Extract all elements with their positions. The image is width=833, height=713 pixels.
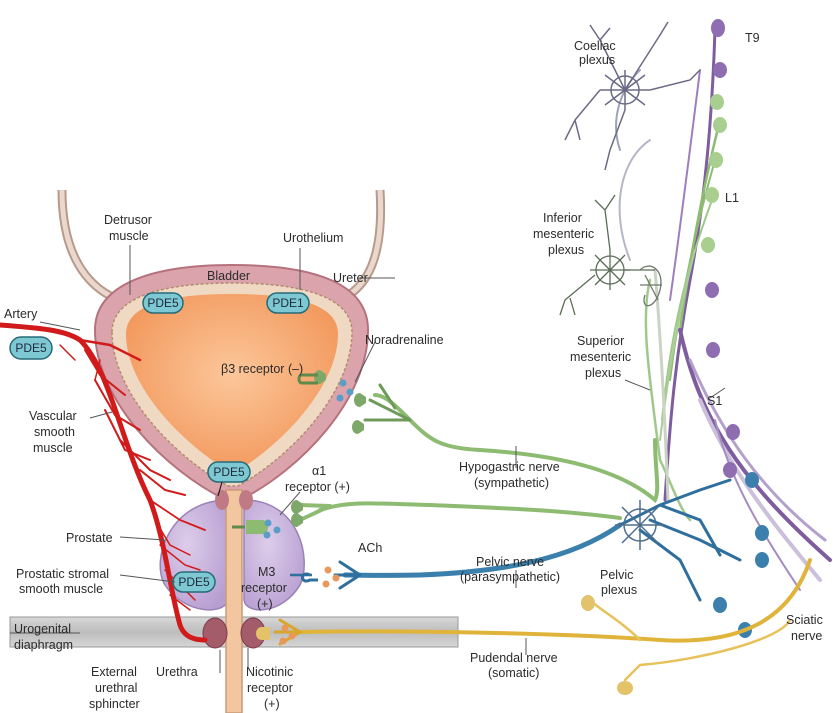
label-nicotinic-2: receptor	[247, 681, 293, 695]
label-inf-mes-3: plexus	[548, 243, 584, 257]
svg-text:PDE5: PDE5	[178, 575, 210, 589]
label-s1: S1	[707, 394, 722, 408]
svg-text:PDE5: PDE5	[213, 465, 245, 479]
label-vascular-2: smooth	[34, 425, 75, 439]
pde1-bladder-pill: PDE1	[267, 293, 309, 313]
label-noradrenaline: Noradrenaline	[365, 333, 444, 347]
label-prostatic-2: smooth muscle	[19, 582, 103, 596]
label-t9: T9	[745, 31, 760, 45]
label-m3-2: receptor	[241, 581, 287, 595]
bladder-neck-right	[239, 490, 253, 510]
label-inf-mes-1: Inferior	[543, 211, 582, 225]
label-external-1: External	[91, 665, 137, 679]
label-m3-1: M3	[258, 565, 275, 579]
pde5-artery-pill: PDE5	[10, 337, 52, 359]
label-hypogastric-1: Hypogastric nerve	[459, 460, 560, 474]
external-sphincter-left	[203, 618, 227, 648]
urethra-tube	[226, 490, 242, 713]
label-alpha1-2: receptor (+)	[285, 480, 350, 494]
label-nicotinic-3: (+)	[264, 697, 280, 711]
label-prostatic-1: Prostatic stromal	[16, 567, 109, 581]
label-pudendal-2: (somatic)	[488, 666, 539, 680]
label-urogenital-2: diaphragm	[14, 638, 73, 652]
label-l1: L1	[725, 191, 739, 205]
label-urothelium: Urothelium	[283, 231, 343, 245]
label-prostate: Prostate	[66, 531, 113, 545]
label-vascular-3: muscle	[33, 441, 73, 455]
label-alpha1-1: α1	[312, 464, 326, 478]
label-m3-3: (+)	[257, 597, 273, 611]
label-sup-mes-3: plexus	[585, 366, 621, 380]
label-hypogastric-2: (sympathetic)	[474, 476, 549, 490]
label-external-2: urethral	[95, 681, 137, 695]
bladder-neck-left	[215, 490, 229, 510]
label-pelvic-plexus-1: Pelvic	[600, 568, 633, 582]
label-inf-mes-2: mesenteric	[533, 227, 594, 241]
hypogastric-nerve	[300, 385, 657, 520]
label-ach: ACh	[358, 541, 382, 555]
label-pelvic-nerve-2: (parasympathetic)	[460, 570, 560, 584]
pelvic-plexus	[615, 500, 665, 550]
label-coeliac-1: Coeliac	[574, 39, 616, 53]
label-ureter: Ureter	[333, 271, 368, 285]
label-urogenital-1: Urogenital	[14, 622, 71, 636]
label-coeliac-2: plexus	[579, 53, 615, 67]
label-sciatic-1: Sciatic	[786, 613, 823, 627]
spinal-nerve-roots	[616, 30, 830, 590]
label-vascular-1: Vascular	[29, 409, 77, 423]
label-detrusor-2: muscle	[109, 229, 149, 243]
svg-text:PDE5: PDE5	[147, 296, 179, 310]
label-pelvic-nerve-1: Pelvic nerve	[476, 555, 544, 569]
label-sup-mes-2: mesenteric	[570, 350, 631, 364]
label-pelvic-plexus-2: plexus	[601, 583, 637, 597]
label-sciatic-2: nerve	[791, 629, 822, 643]
pde5-prostate-pill: PDE5	[173, 572, 215, 592]
label-urethra: Urethra	[156, 665, 198, 679]
label-beta3: β3 receptor (–)	[221, 362, 303, 376]
label-external-3: sphincter	[89, 697, 140, 711]
svg-text:PDE5: PDE5	[15, 341, 47, 355]
label-sup-mes-1: Superior	[577, 334, 624, 348]
label-nicotinic-1: Nicotinic	[246, 665, 293, 679]
label-pudendal-1: Pudendal nerve	[470, 651, 558, 665]
svg-text:PDE1: PDE1	[272, 296, 304, 310]
label-bladder: Bladder	[207, 269, 250, 283]
label-detrusor-1: Detrusor	[104, 213, 152, 227]
pde5-bladder-left-pill: PDE5	[143, 293, 183, 313]
label-artery: Artery	[4, 307, 38, 321]
